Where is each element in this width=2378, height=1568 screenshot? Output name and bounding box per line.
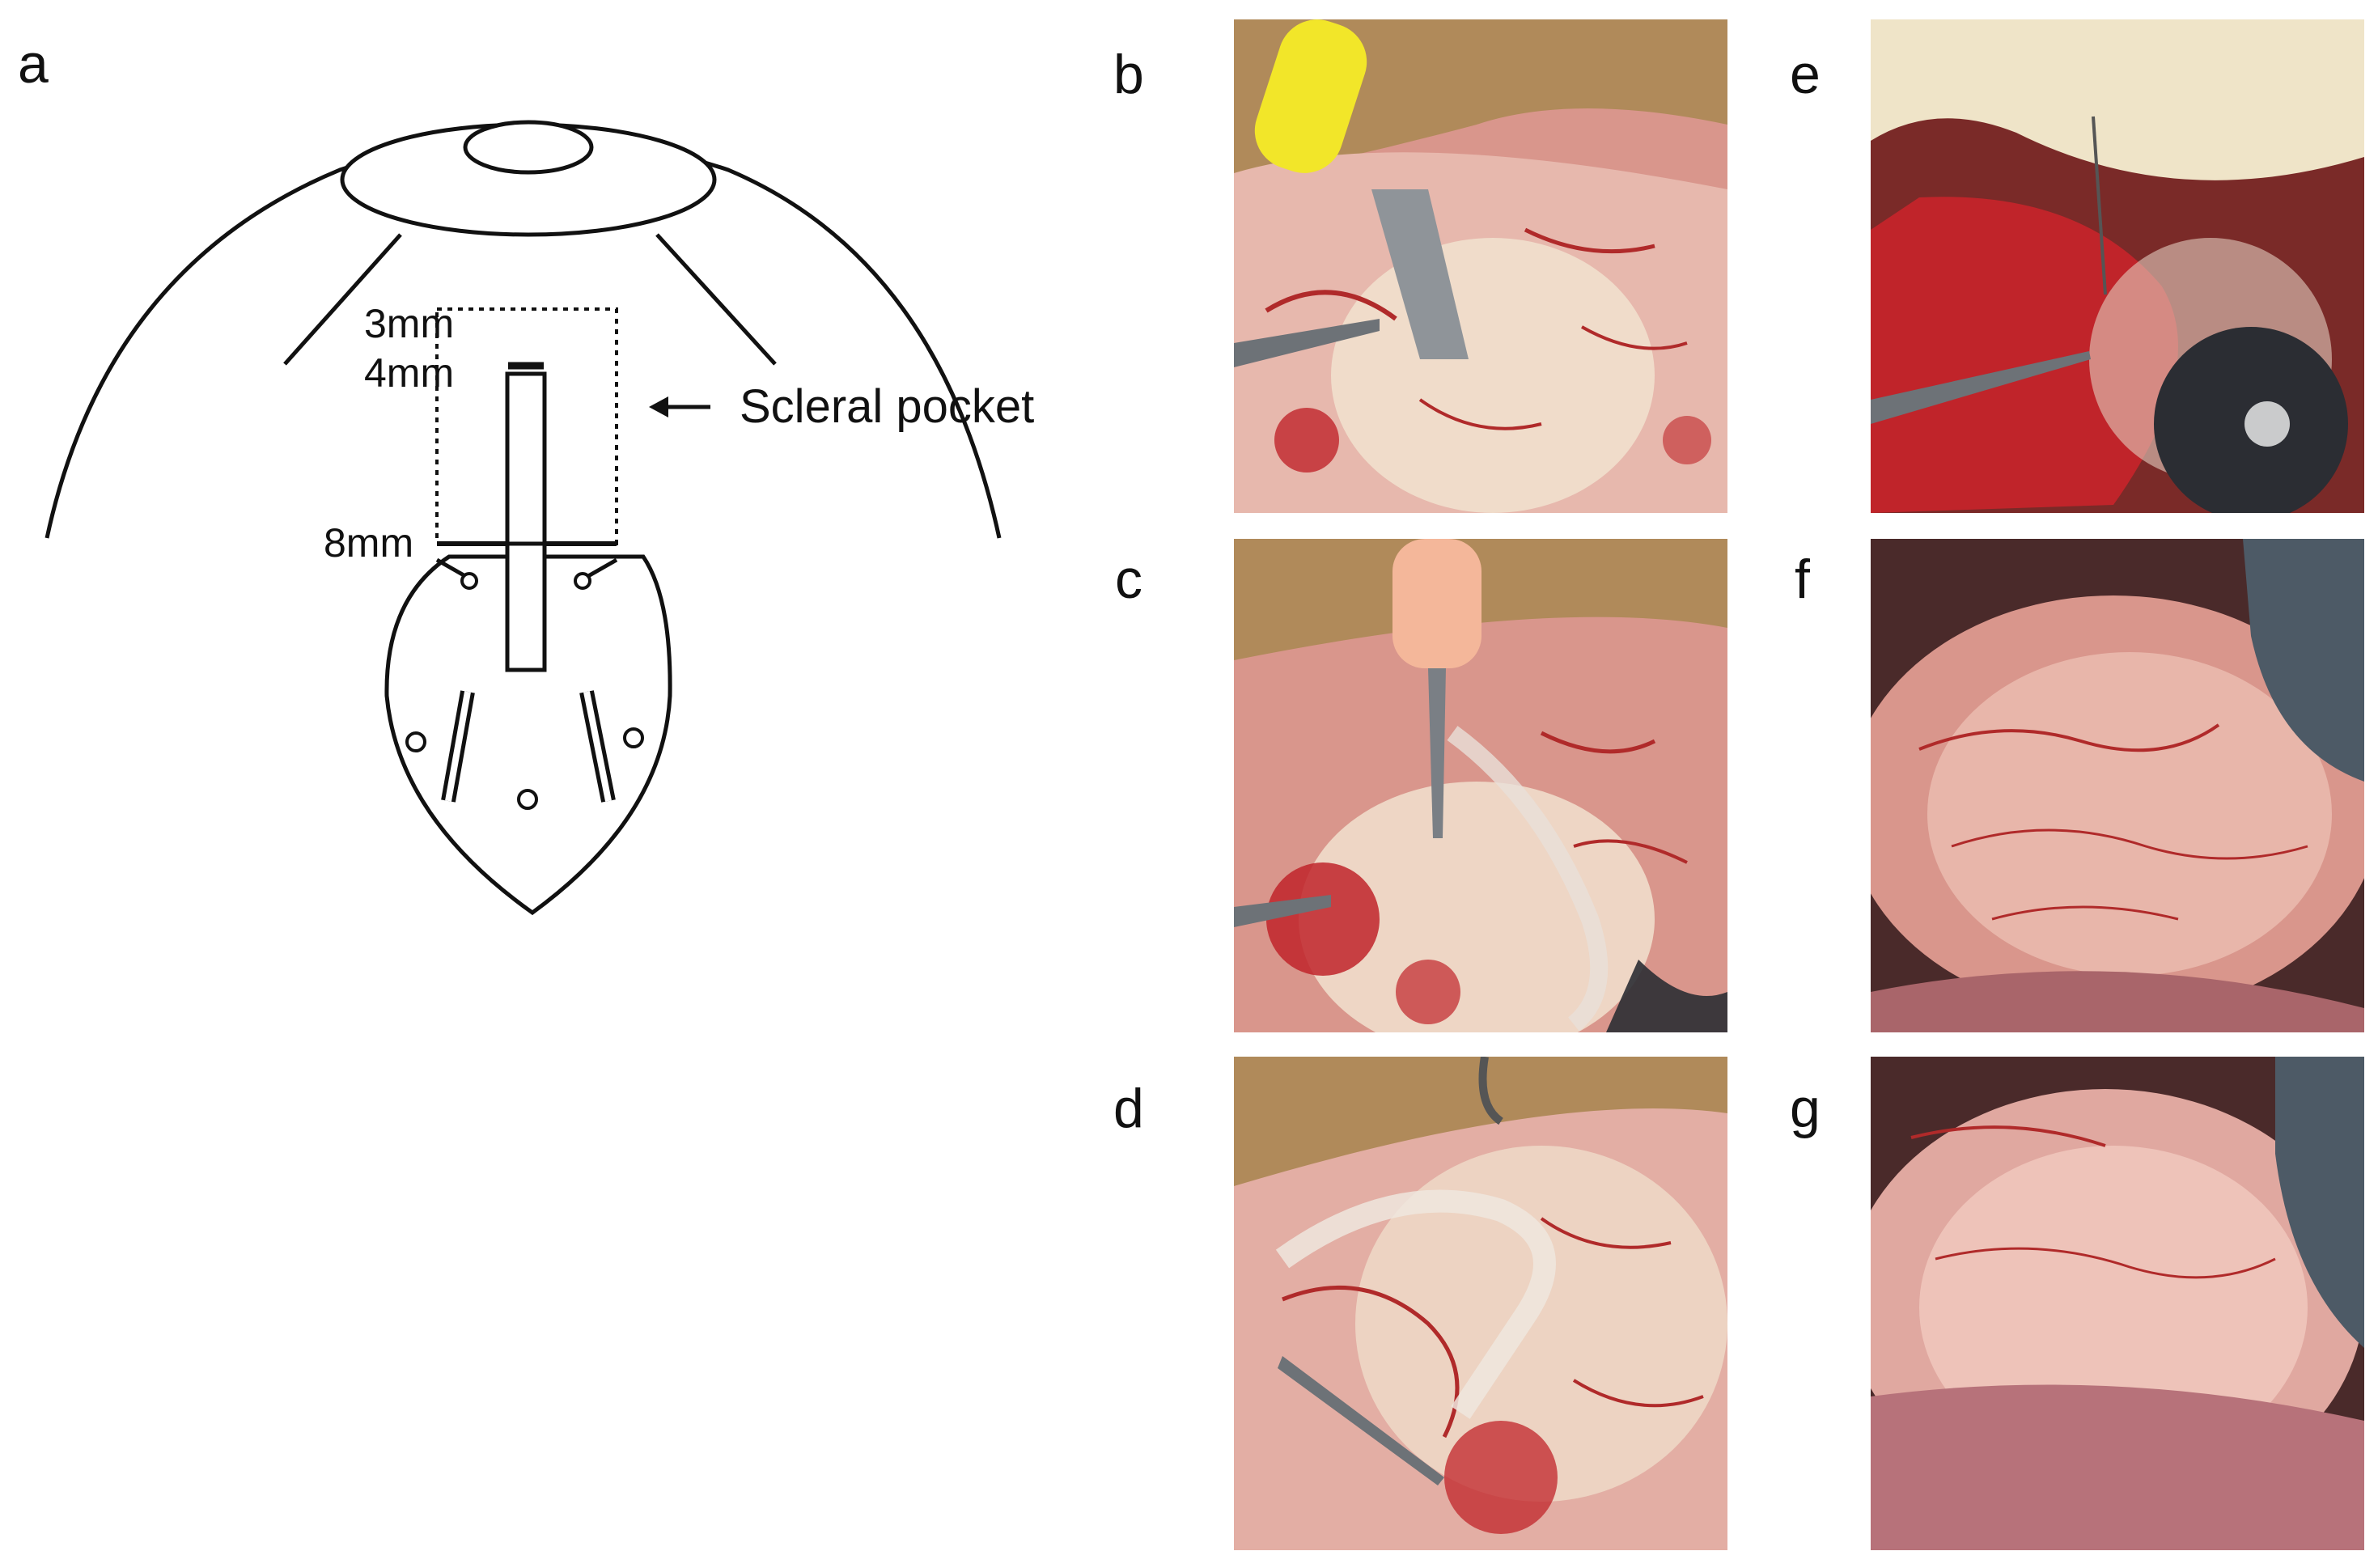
pocket-arrow-head [649, 396, 668, 417]
crescent-knife-blade [1371, 189, 1469, 359]
panel-label-f: f [1795, 549, 1810, 610]
postoperative-photo-f [1871, 539, 2364, 1032]
label-3mm: 3mm [364, 301, 454, 346]
cornea-edge [1606, 960, 1727, 1032]
surgical-photo-e [1871, 19, 2364, 513]
exposed-sclera [1331, 238, 1655, 513]
plate-hole-right [623, 727, 644, 748]
suture-thread [2092, 116, 2107, 295]
panel-label-c: c [1115, 549, 1142, 610]
surgical-photo-d [1234, 1057, 1727, 1550]
crescent-knife-handle [1254, 19, 1367, 173]
meridian-line-left [283, 233, 402, 366]
panel-label-e: e [1790, 44, 1821, 105]
label-8mm: 8mm [324, 520, 413, 566]
panel-label-a: a [18, 33, 49, 95]
pupil-outline [463, 120, 594, 175]
plate-hole-left [405, 731, 426, 752]
label-4mm: 4mm [364, 350, 454, 396]
surgical-photo-b [1234, 19, 1727, 513]
needle-driver [1278, 1356, 1444, 1485]
traction-suture [1478, 1057, 1504, 1125]
schematic-diagram: 3mm 4mm 8mm Scleral pocket [45, 120, 1034, 916]
drainage-tube [1447, 726, 1609, 1032]
cornea-edge [2275, 1057, 2364, 1348]
suture-right [587, 557, 618, 578]
scleral-pocket-outline [435, 307, 618, 545]
plate-hole-bottom [517, 789, 538, 810]
drainage-tube [1275, 1189, 1556, 1419]
cornea-edge [2243, 539, 2364, 782]
plate-outline [384, 554, 672, 916]
tube-segment [505, 541, 547, 672]
surgical-photo-c [1234, 539, 1727, 1032]
fixation-hole-left [460, 572, 478, 590]
meridian-line-right [655, 233, 777, 366]
glove [1871, 19, 2364, 180]
label-scleral-pocket: Scleral pocket [740, 380, 1034, 433]
panel-label-d: d [1113, 1078, 1144, 1139]
forceps [1234, 895, 1331, 927]
forceps [1871, 351, 2091, 424]
needle-shaft [1428, 668, 1446, 838]
forceps [1234, 319, 1380, 367]
postoperative-photo-g [1871, 1057, 2364, 1550]
fixation-hole-right [574, 572, 591, 590]
suture-left [435, 557, 467, 578]
panel-label-b: b [1113, 44, 1144, 105]
panel-label-g: g [1790, 1078, 1821, 1139]
needle-hub [1392, 539, 1481, 668]
